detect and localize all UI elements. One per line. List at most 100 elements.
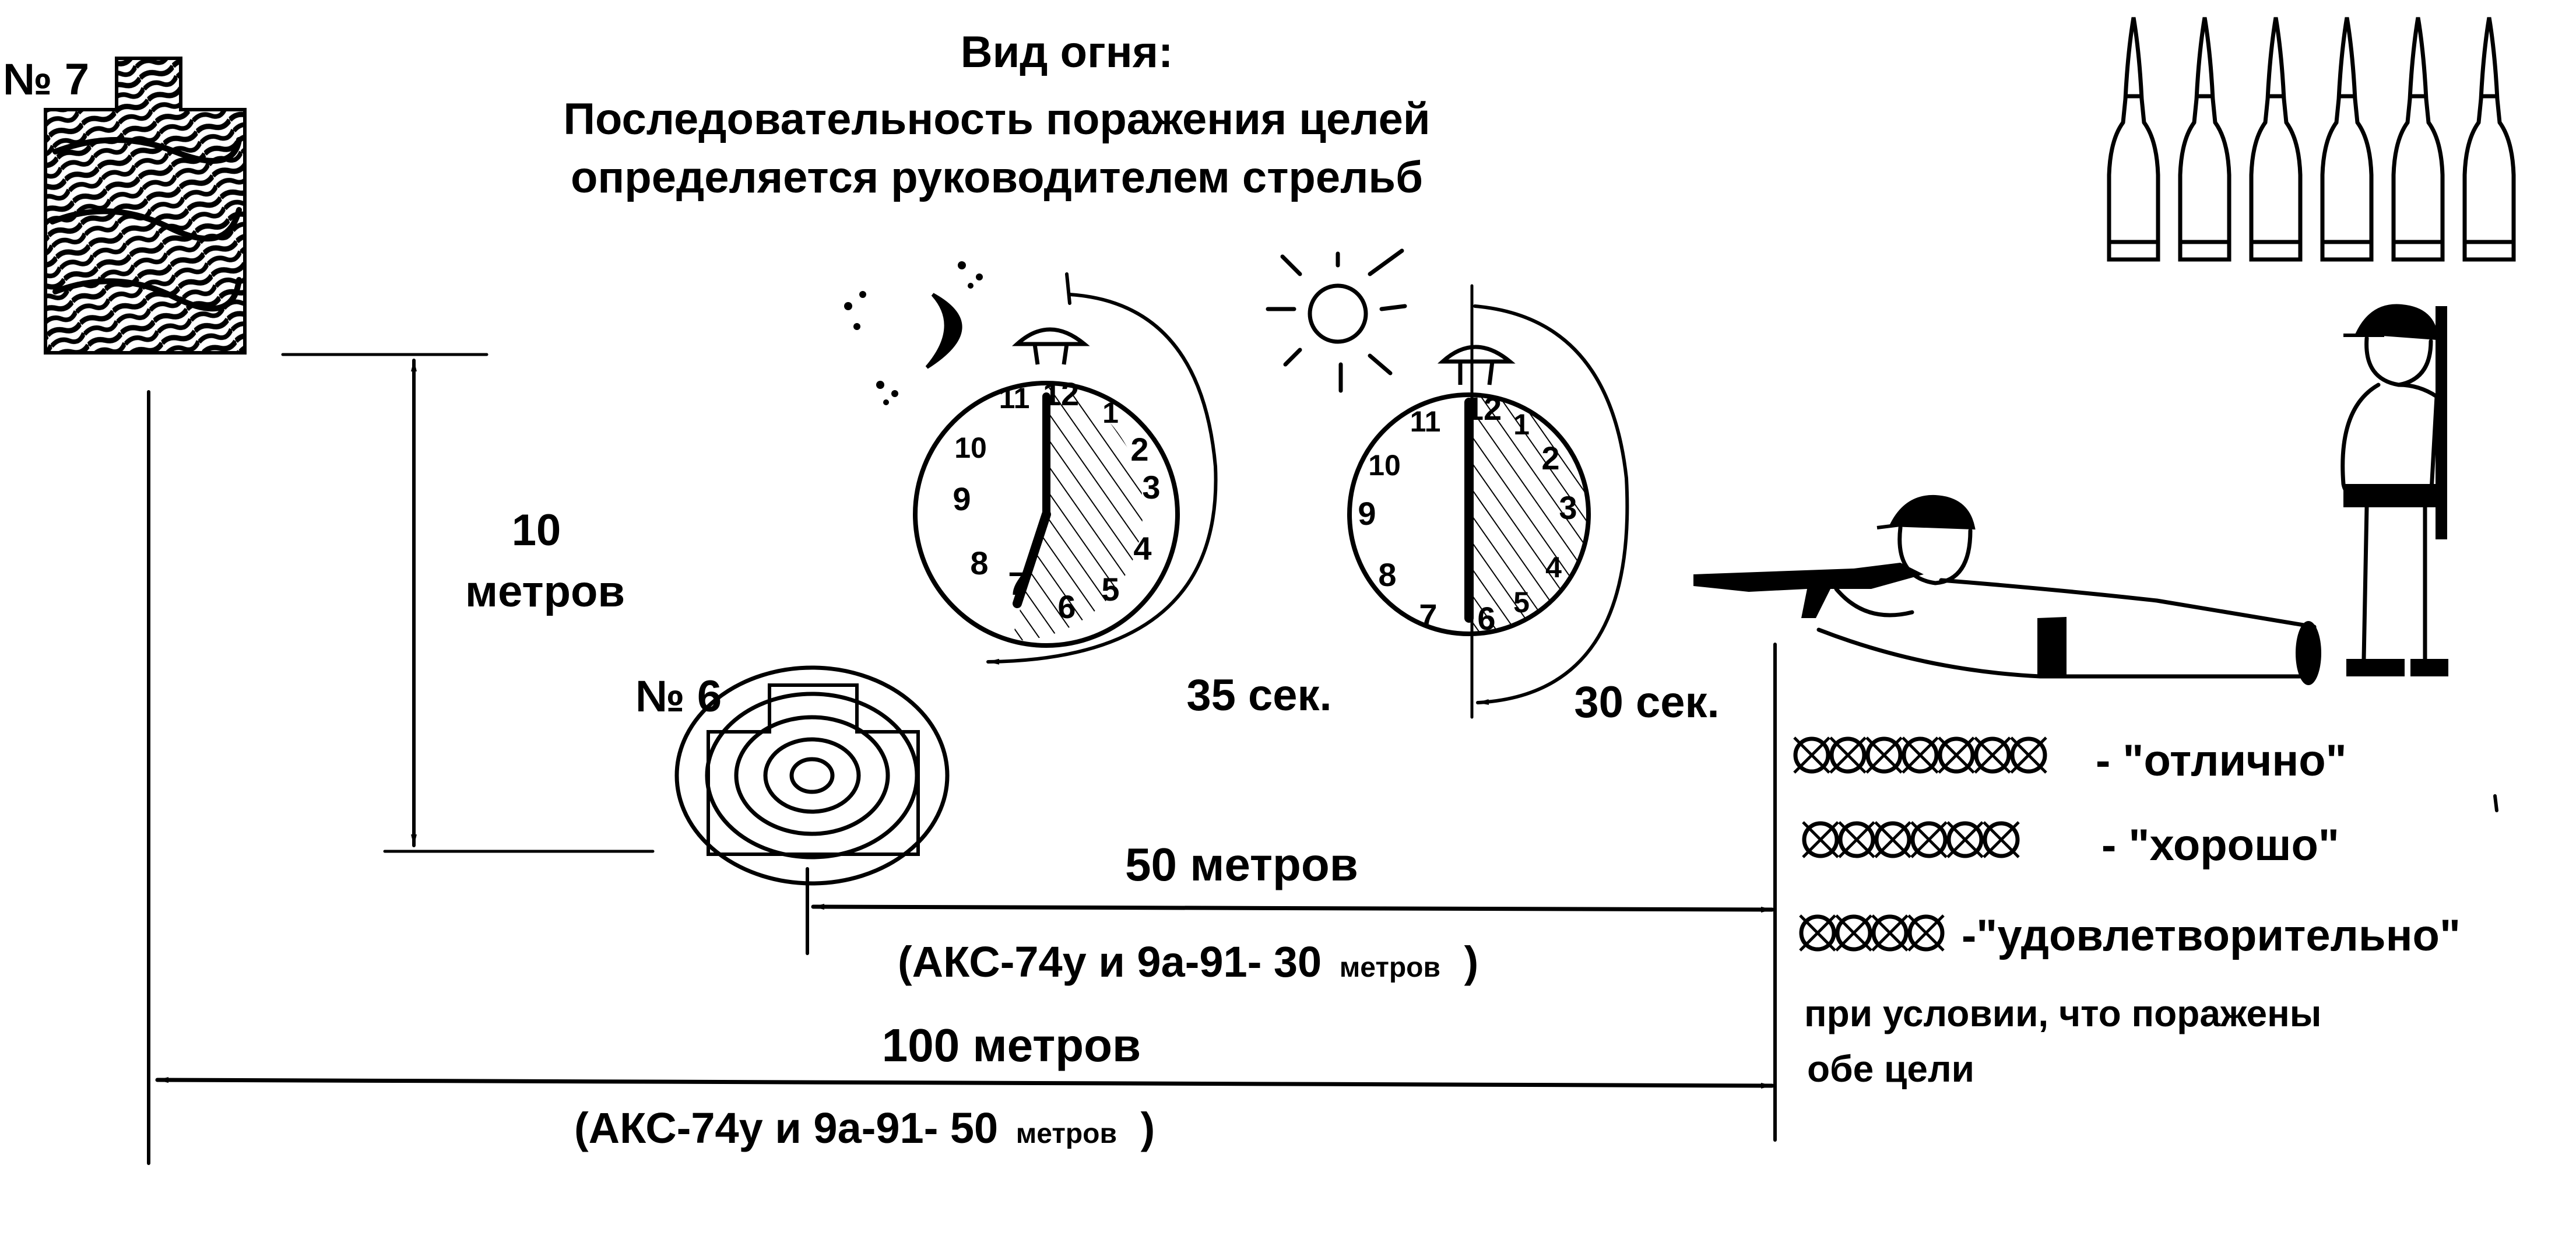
distance-50-note-unit: метров (1340, 952, 1440, 983)
grade-satisfactory-hits (1799, 914, 1945, 952)
hit-marker-icon (1907, 914, 1945, 952)
hit-marker-icon (1835, 914, 1872, 952)
target-6-label: № 6 (635, 672, 722, 721)
moon-icon (925, 293, 962, 369)
soldier-rifle (2436, 306, 2447, 539)
night-clock-numeral: 1 (1102, 397, 1119, 429)
day-clock-numeral: 11 (1410, 405, 1441, 438)
hit-marker-icon (1838, 821, 1875, 858)
sun-icon (1266, 248, 1407, 393)
cartridge-icon (2462, 17, 2516, 262)
hit-marker-icon (1983, 821, 2020, 858)
cartridge-icon (2107, 17, 2160, 262)
night-clock-numeral: 4 (1133, 530, 1151, 567)
hit-marker-icon (1974, 736, 2011, 774)
shooter-helmet (1876, 494, 1976, 530)
distance-50: 50 метров (АКС-74у и 9а-91- 30 метров ) (806, 838, 1774, 986)
header: Вид огня: Последовательность поражения ц… (563, 27, 1430, 202)
day-clock-bell (1437, 345, 1516, 385)
hit-marker-icon (1799, 914, 1836, 952)
distance-100-note-unit: метров (1016, 1118, 1117, 1149)
night-clock-numeral: 12 (1043, 376, 1079, 412)
distance-100-label: 100 метров (882, 1019, 1141, 1071)
night-clock: 12 1 2 3 4 5 6 7 8 9 10 11 35 сек. (844, 261, 1332, 720)
distance-50-label: 50 метров (1125, 838, 1358, 890)
target-6: № 6 (635, 665, 950, 886)
day-clock-numeral: 9 (1358, 495, 1376, 532)
day-clock-numeral: 5 (1513, 586, 1530, 619)
target-7: № 7 (3, 55, 247, 355)
target-7-label: № 7 (3, 55, 89, 104)
hit-marker-icon (1902, 736, 1939, 774)
grade-good-hits (1802, 821, 2020, 858)
day-clock-numeral: 3 (1559, 489, 1577, 526)
night-clock-numeral: 5 (1101, 571, 1119, 608)
grade-satisfactory-label: -"удовлетворительно" (1962, 911, 2461, 960)
target-6-rings (674, 665, 950, 886)
soldier-boots (2346, 659, 2448, 676)
night-clock-numeral: 8 (970, 545, 988, 581)
night-clock-shaded-sector (1011, 383, 1143, 641)
night-clock-numeral: 2 (1130, 431, 1148, 468)
cartridge-icon (2391, 17, 2445, 262)
distance-50-note: (АКС-74у и 9а-91- 30 метров ) (898, 938, 1478, 986)
hit-marker-icon (1946, 821, 1984, 858)
night-clock-hand-2 (1013, 510, 1051, 608)
stars-icon (844, 261, 983, 405)
cartridge-icon (2249, 17, 2303, 262)
ammo-row (2107, 17, 2516, 262)
header-line-2: Последовательность поражения целей (563, 94, 1430, 144)
header-line-1: Вид огня: (961, 27, 1173, 77)
day-clock-numeral: 8 (1378, 556, 1396, 593)
day-clock-numeral: 4 (1545, 551, 1562, 584)
distance-100-note-main: (АКС-74у и 9а-91- 50 (574, 1104, 998, 1152)
day-clock-numeral: 2 (1541, 440, 1559, 476)
hit-marker-icon (1871, 914, 1909, 952)
hit-marker-icon (1829, 736, 1867, 774)
night-clock-bell (1011, 327, 1090, 365)
height-dimension: 10 метров (281, 353, 655, 853)
night-clock-start-mark (1065, 272, 1071, 305)
stray-mark (2493, 794, 2498, 812)
day-clock-time: 30 сек. (1574, 678, 1719, 727)
night-clock-numeral: 6 (1057, 588, 1076, 625)
night-clock-sweep-arrow (986, 293, 1218, 665)
shooter-boot (2296, 621, 2321, 685)
height-dim-value: 10 (512, 506, 561, 555)
distance-50-note-main: (АКС-74у и 9а-91- 30 (898, 938, 1322, 986)
hit-marker-icon (2010, 736, 2047, 774)
night-clock-time: 35 сек. (1186, 671, 1331, 720)
hit-marker-icon (1802, 821, 1839, 858)
soldier-belt (2343, 484, 2440, 507)
standing-soldier (2340, 304, 2448, 676)
day-clock-numeral: 7 (1419, 597, 1437, 634)
grade-condition-line-2: обе цели (1807, 1048, 1974, 1090)
grade-good-label: - "хорошо" (2101, 820, 2339, 870)
grade-excellent-label: - "отлично" (2096, 736, 2347, 785)
day-clock-shaded-sector (1469, 395, 1589, 634)
rifle-icon (1693, 563, 1924, 618)
distance-100: 100 метров (АКС-74у и 9а-91- 50 метров ) (155, 1019, 1774, 1152)
day-clock-numerals: 12 1 2 3 4 5 6 7 8 9 10 11 (1358, 390, 1577, 637)
header-line-3: определяется руководителем стрельб (571, 153, 1423, 202)
height-dim-unit: метров (465, 567, 625, 616)
hit-marker-icon (1910, 821, 1948, 858)
hit-marker-icon (1874, 821, 1911, 858)
distance-50-arrow (811, 904, 1774, 913)
cartridge-icon (2320, 17, 2374, 262)
distance-50-note-close: ) (1464, 938, 1479, 986)
night-clock-numeral: 3 (1142, 469, 1160, 506)
day-clock: 12 1 2 3 4 5 6 7 8 9 10 11 30 сек. (1266, 248, 1720, 727)
target-7-scribble (50, 137, 242, 312)
shooter-arm (1834, 587, 1914, 618)
night-clock-numeral: 7 (1008, 565, 1026, 602)
soldier-head (2364, 336, 2433, 387)
day-clock-sweep-arrow (1473, 304, 1629, 705)
day-clock-numeral: 6 (1477, 600, 1495, 637)
day-clock-numeral: 10 (1368, 449, 1401, 482)
grade-condition-line-1: при условии, что поражены (1804, 992, 2321, 1034)
night-clock-numeral: 10 (954, 431, 987, 464)
night-clock-numeral: 9 (953, 480, 971, 517)
shooter-belt (2037, 617, 2067, 676)
hit-marker-icon (1865, 736, 1903, 774)
